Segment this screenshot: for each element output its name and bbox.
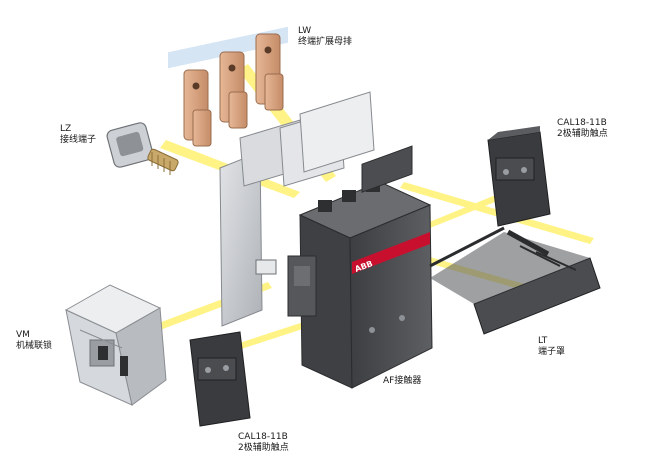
label-cal-top: CAL18-11B 2极辅助触点 [557, 118, 608, 140]
label-af-desc: AF接触器 [383, 376, 422, 386]
af-contactor: ABB [287, 145, 433, 389]
actuator-rod [506, 229, 550, 257]
cal18-11b-top-module [487, 126, 551, 227]
abb-red-stripe [352, 232, 430, 274]
lw-busbars [168, 26, 288, 147]
label-lz-code: LZ [60, 124, 72, 134]
busbar-2 [219, 51, 248, 129]
label-lw-desc: 终端扩展母排 [298, 37, 353, 47]
label-vm-code: VM [16, 330, 30, 340]
label-lt-desc: 端子罩 [538, 347, 566, 357]
beam-cal-bottom [230, 316, 324, 352]
label-lw-code: LW [298, 26, 312, 36]
label-lt-code: LT [538, 336, 548, 346]
vm-mechanical-interlock [64, 284, 167, 406]
phase-barriers [219, 91, 375, 327]
label-lz: LZ 接线端子 [60, 124, 96, 146]
cal18-11b-bottom-module [189, 331, 251, 427]
label-lz-desc: 接线端子 [60, 135, 97, 145]
lz-wiring-terminal [106, 122, 179, 175]
label-cal-bottom: CAL18-11B 2极辅助触点 [238, 432, 289, 454]
label-cal-bottom-desc: 2极辅助触点 [238, 443, 289, 453]
label-lw: LW 终端扩展母排 [298, 26, 352, 48]
label-cal-top-desc: 2极辅助触点 [557, 129, 608, 139]
label-vm-desc: 机械联锁 [16, 341, 53, 351]
lt-terminal-cover [429, 226, 601, 335]
label-cal-bottom-code: CAL18-11B [238, 432, 288, 442]
busbar-1 [183, 69, 212, 147]
label-vm: VM 机械联锁 [16, 330, 52, 352]
label-af: AF接触器 [383, 376, 421, 387]
label-cal-top-code: CAL18-11B [557, 118, 607, 128]
busbar-3 [255, 33, 284, 111]
label-lt: LT 端子罩 [538, 336, 565, 358]
